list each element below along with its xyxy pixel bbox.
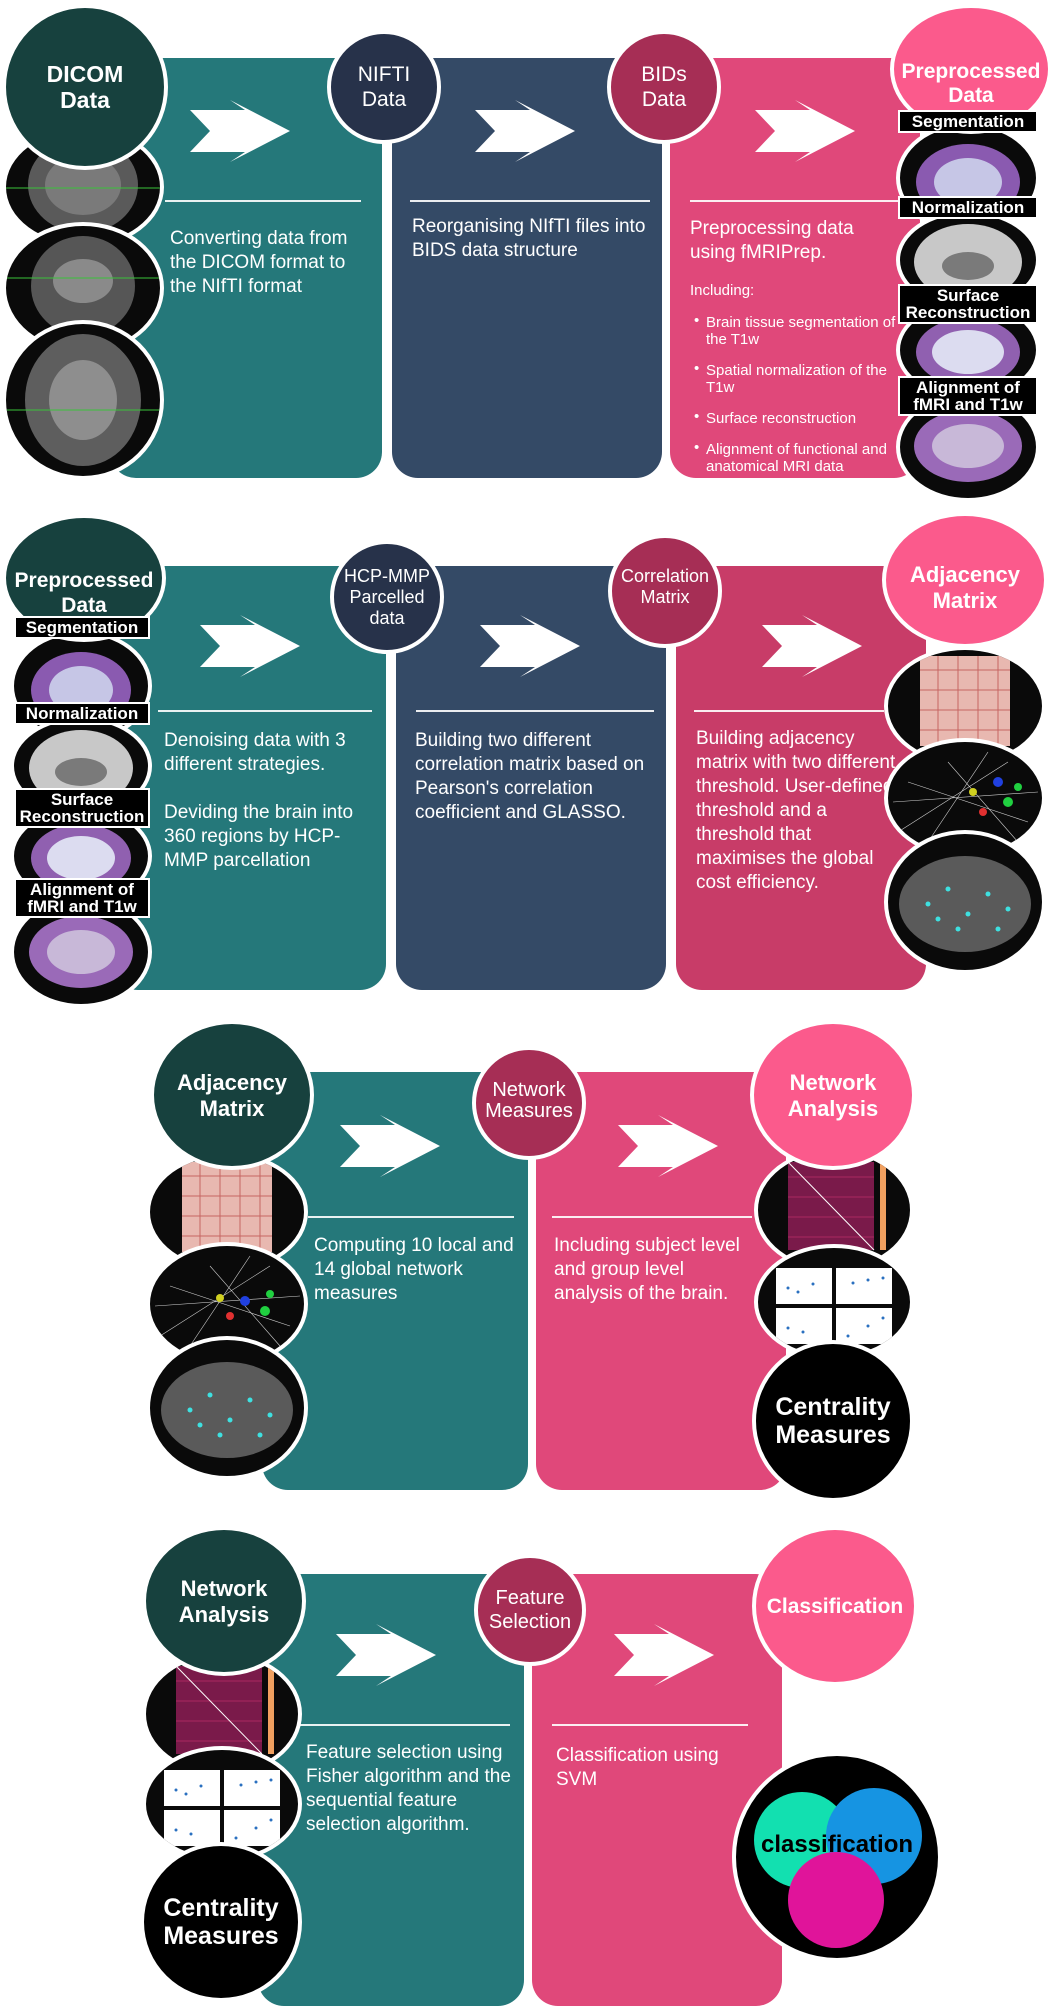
step-description: Building adjacency matrix with two diffe… <box>696 728 896 893</box>
separator <box>165 200 361 202</box>
node-adjacency-matrix: Adjacency Matrix <box>882 512 1048 648</box>
list-item: Spatial normalization of the T1w <box>690 360 900 396</box>
node-centrality-measures: Centrality Measures <box>140 1842 302 2002</box>
alignment-label: Alignment of fMRI and T1w <box>14 878 150 918</box>
node-nifti-data: NIFTI Data <box>327 30 441 144</box>
venn-label: classification <box>760 1831 914 1858</box>
step-description: Denoising data with 3 different strategi… <box>164 730 346 775</box>
separator <box>552 1724 748 1726</box>
node-label: Network Analysis <box>787 1070 879 1121</box>
right-arrow-icon <box>200 615 300 682</box>
separator <box>694 710 884 712</box>
right-arrow-icon <box>762 615 862 682</box>
separator <box>410 200 650 202</box>
node-label: Network Measures <box>485 1079 573 1122</box>
right-arrow-icon <box>480 615 580 682</box>
mri-image <box>2 320 164 480</box>
node-label: Centrality Measures <box>775 1393 891 1449</box>
node-network-analysis: Network Analysis <box>142 1526 306 1676</box>
node-centrality-measures: Centrality Measures <box>752 1340 914 1502</box>
step-description: Feature selection using Fisher algorithm… <box>306 1742 511 1835</box>
scatter-plots-image <box>754 1244 914 1360</box>
node-feature-selection: Feature Selection <box>474 1554 586 1666</box>
node-label: Adjacency Matrix <box>176 1070 288 1121</box>
node-label: Preprocessed Data <box>14 569 154 617</box>
surface-reconstruction-label: Surface Reconstruction <box>898 284 1038 324</box>
step-description: Including subject level and group level … <box>554 1235 740 1304</box>
node-label: Centrality Measures <box>163 1894 279 1950</box>
node-label: HCP-MMP Parcelled data <box>344 565 430 628</box>
scatter-plots-image <box>142 1746 302 1862</box>
step-description: Classification using SVM <box>556 1745 719 1790</box>
node-label: Preprocessed Data <box>901 60 1041 107</box>
node-label: Feature Selection <box>488 1587 572 1633</box>
node-bids-data: BIDs Data <box>607 30 721 144</box>
list-item: Surface reconstruction <box>690 408 900 427</box>
separator <box>552 1216 752 1218</box>
node-label: DICOM Data <box>46 61 124 113</box>
step-description: Converting data from the DICOM format to… <box>170 228 348 297</box>
node-label: Correlation Matrix <box>620 566 710 607</box>
step-description: Reorganising NIfTI files into BIDS data … <box>412 216 646 261</box>
segmentation-label: Segmentation <box>14 616 150 639</box>
brain-network-image <box>146 1336 308 1480</box>
alignment-label: Alignment of fMRI and T1w <box>898 376 1038 416</box>
node-label: Network Analysis <box>178 1576 270 1627</box>
node-hcp-mmp-parcelled-data: HCP-MMP Parcelled data <box>330 540 444 654</box>
node-label: BIDs Data <box>641 63 687 111</box>
step-description: Preprocessing data using fMRIPrep. <box>690 218 854 263</box>
step-description: Building two different correlation matri… <box>415 730 645 823</box>
node-adjacency-matrix: Adjacency Matrix <box>150 1020 314 1170</box>
step-description: Computing 10 local and 14 global network… <box>314 1235 514 1304</box>
classification-venn-diagram: classification <box>732 1752 942 1962</box>
right-arrow-icon <box>190 100 290 167</box>
right-arrow-icon <box>618 1115 718 1182</box>
node-correlation-matrix: Correlation Matrix <box>608 534 722 648</box>
separator <box>308 1216 514 1218</box>
node-label: Adjacency Matrix <box>909 562 1021 613</box>
node-label: Classification <box>766 1594 904 1618</box>
step-description: Deviding the brain into 360 regions by H… <box>164 802 354 871</box>
normalization-label: Normalization <box>14 702 150 725</box>
node-network-analysis: Network Analysis <box>750 1020 916 1170</box>
right-arrow-icon <box>614 1624 714 1691</box>
list-item: Alignment of functional and anatomical M… <box>690 439 900 475</box>
node-label: NIFTI Data <box>357 63 411 111</box>
normalization-label: Normalization <box>898 196 1038 219</box>
separator <box>158 710 372 712</box>
list-item: Brain tissue segmentation of the T1w <box>690 312 900 348</box>
including-label: Including: <box>690 282 755 299</box>
right-arrow-icon <box>475 100 575 167</box>
right-arrow-icon <box>755 100 855 167</box>
brain-network-image <box>884 830 1046 974</box>
separator <box>416 710 654 712</box>
segmentation-label: Segmentation <box>898 110 1038 133</box>
node-network-measures: Network Measures <box>472 1046 586 1160</box>
surface-reconstruction-label: Surface Reconstruction <box>14 788 150 828</box>
right-arrow-icon <box>340 1115 440 1182</box>
preprocessing-steps-list: Brain tissue segmentation of the T1w Spa… <box>690 312 900 489</box>
separator <box>690 200 900 202</box>
separator <box>300 1724 510 1726</box>
node-dicom-data: DICOM Data <box>2 4 168 170</box>
adjacency-matrix-image <box>146 1152 308 1272</box>
venn-circle-magenta <box>788 1852 884 1948</box>
node-classification: Classification <box>752 1526 918 1686</box>
right-arrow-icon <box>336 1624 436 1691</box>
